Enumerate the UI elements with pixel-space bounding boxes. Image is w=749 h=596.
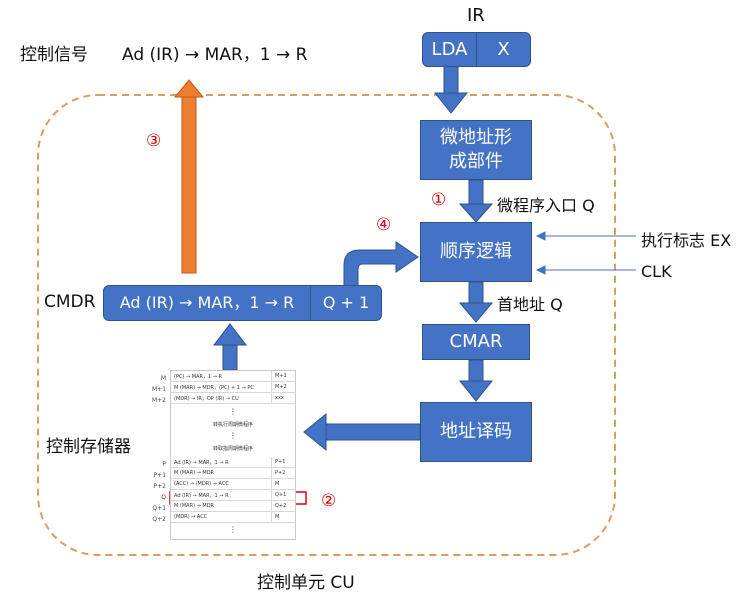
memory-ellipsis: ⋮ bbox=[229, 431, 237, 440]
arrow-memory-to-cmdr bbox=[212, 323, 248, 371]
control-signal-value: Ad (IR) → MAR，1 → R bbox=[122, 45, 308, 65]
arrow-cmar-to-decode bbox=[458, 359, 494, 402]
step-1-marker: ① bbox=[431, 190, 447, 210]
mem-addr: P+2 bbox=[153, 483, 166, 490]
arrow-seq-to-cmar bbox=[458, 281, 494, 323]
mem-addr: P bbox=[162, 461, 166, 468]
arrow-addr-gen-to-seq bbox=[458, 179, 494, 223]
memory-goto-fetch: 转取指周期微程序 bbox=[212, 446, 253, 452]
entry-label: 微程序入口 Q bbox=[497, 196, 595, 215]
control-memory-label: 控制存储器 bbox=[46, 437, 131, 457]
memory-ellipsis: ⋮ bbox=[229, 407, 237, 416]
mem-addr: Q bbox=[161, 494, 166, 501]
cu-boundary bbox=[37, 94, 616, 556]
clk-label: CLK bbox=[641, 262, 672, 281]
address-decoder: 地址译码 bbox=[420, 402, 532, 462]
arrow-decode-to-memory bbox=[303, 412, 421, 452]
arrow-cmdr-to-seq bbox=[343, 241, 419, 287]
ir-label: IR bbox=[467, 5, 485, 26]
mem-addr: Q+2 bbox=[152, 516, 166, 523]
ir-field-opcode: LDA bbox=[422, 32, 477, 67]
mem-addr: M+2 bbox=[151, 397, 166, 404]
cmar-register: CMAR bbox=[422, 324, 530, 360]
memory-goto-exec: 转执行周期微程序 bbox=[212, 422, 253, 428]
first-address-label: 首地址 Q bbox=[497, 295, 563, 314]
exec-flag-label: 执行标志 EX bbox=[641, 231, 732, 250]
step-3-marker: ③ bbox=[146, 131, 162, 151]
ir-field-address: X bbox=[476, 32, 531, 67]
arrow-control-signal bbox=[173, 79, 205, 274]
arrow-exec-flag bbox=[535, 231, 636, 241]
control-signal-label: 控制信号 bbox=[20, 45, 88, 65]
sequence-logic: 顺序逻辑 bbox=[420, 222, 532, 282]
arrow-ir-to-addr-gen bbox=[433, 65, 469, 114]
cu-title: 控制单元 CU bbox=[257, 573, 355, 593]
step-4-marker: ④ bbox=[376, 215, 392, 235]
arrow-clk bbox=[535, 265, 636, 275]
mem-addr: M+1 bbox=[151, 386, 166, 393]
step-2-marker: ② bbox=[321, 491, 337, 511]
micro-address-generator: 微地址形 成部件 bbox=[420, 120, 532, 180]
cmdr-next-address: Q + 1 bbox=[310, 285, 382, 321]
mem-addr: Q+1 bbox=[152, 505, 166, 512]
mem-addr: M bbox=[160, 375, 166, 382]
mem-addr: P+1 bbox=[153, 472, 166, 479]
cmdr-microcommand: Ad (IR) → MAR，1 → R bbox=[103, 285, 311, 321]
cmdr-label: CMDR bbox=[44, 292, 96, 312]
memory-ellipsis: ⋮ bbox=[229, 525, 237, 534]
